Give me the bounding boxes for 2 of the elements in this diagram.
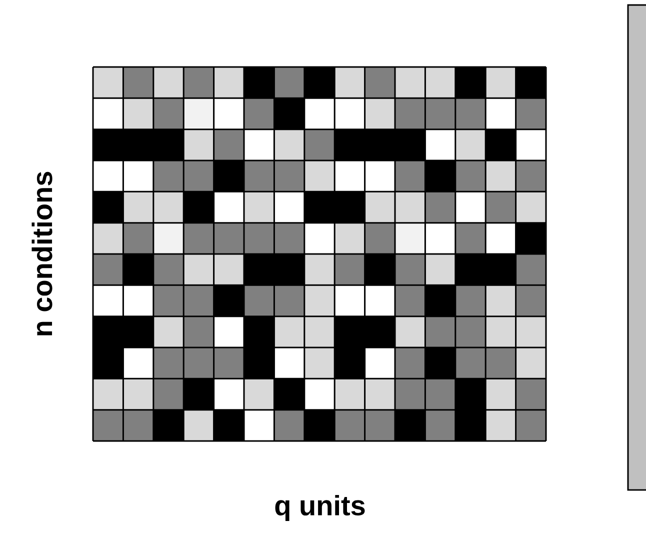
axis-label: q units xyxy=(275,494,365,522)
axis-label: n conditions xyxy=(32,172,52,336)
